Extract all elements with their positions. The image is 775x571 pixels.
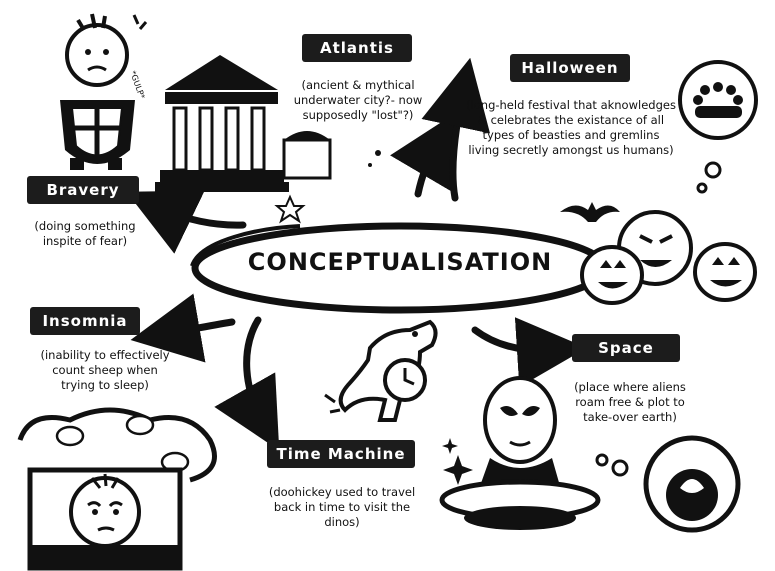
bravery-figure-illustration <box>60 13 135 170</box>
atlantis-desc: (ancient & mythical underwater city?- no… <box>293 78 423 122</box>
time-machine-illustration <box>324 319 438 422</box>
bravery-desc: (doing something inspite of fear) <box>34 219 136 248</box>
atlantis-label: Atlantis <box>302 34 412 62</box>
halloween-label: Halloween <box>510 54 630 82</box>
halloween-illustration <box>560 60 758 305</box>
space-desc: (place where aliens roam free & plot to … <box>574 380 686 424</box>
insomnia-desc: (inability to effectively count sheep wh… <box>40 348 170 392</box>
arrow-to-insomnia <box>130 293 236 363</box>
insomnia-illustration <box>17 407 217 571</box>
insomnia-label: Insomnia <box>30 307 140 335</box>
gulp-text: *GULP* <box>128 70 146 101</box>
arrow-to-time-machine <box>214 316 280 451</box>
arrow-to-atlantis <box>390 112 456 198</box>
sheep-icon <box>55 414 190 473</box>
time-machine-label: Time Machine <box>267 440 415 468</box>
arrow-to-space <box>471 317 587 388</box>
halloween-desc: (long-held festival that aknowledges & c… <box>466 98 676 157</box>
sparkle-icon <box>443 455 473 485</box>
space-label: Space <box>572 334 680 362</box>
crowd-icon <box>693 82 743 118</box>
arrows <box>126 57 587 451</box>
sparkle-icon-2 <box>442 438 458 454</box>
center-title: CONCEPTUALISATION <box>247 248 553 276</box>
bravery-label: Bravery <box>27 176 139 204</box>
arrow-to-halloween <box>421 57 491 202</box>
bat-icon <box>560 202 620 222</box>
atlantis-temple-illustration <box>155 55 381 224</box>
time-machine-desc: (doohickey used to travel back in time t… <box>268 485 416 529</box>
arrow-to-bravery <box>126 190 247 254</box>
surprise-marks <box>132 14 148 30</box>
space-illustration <box>439 376 741 533</box>
